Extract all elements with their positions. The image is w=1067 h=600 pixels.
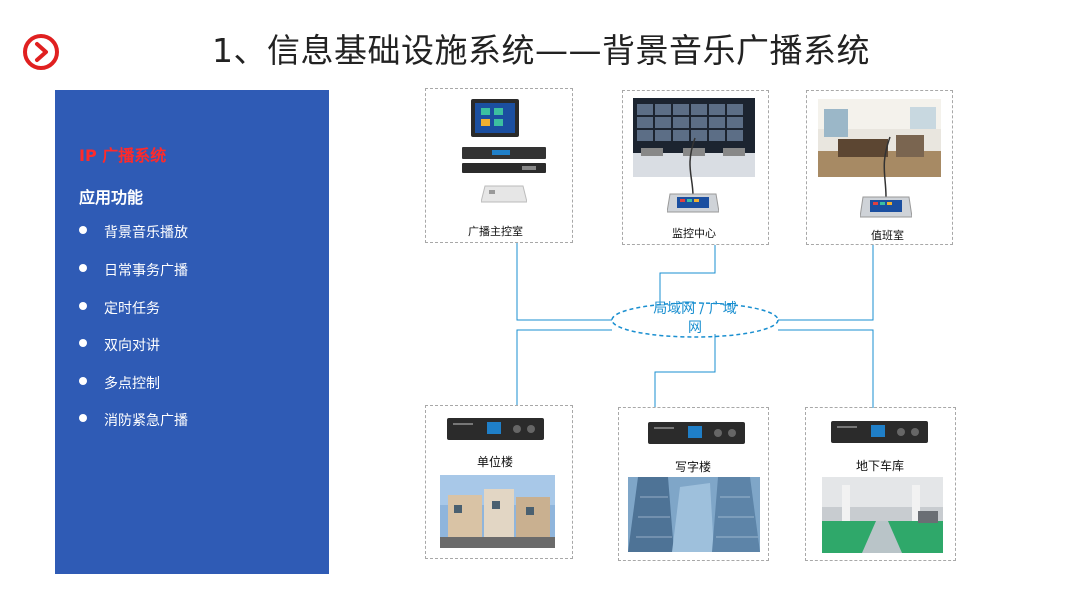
feature-item: 多点控制 (79, 373, 160, 393)
node-underground-garage: 地下车库 (805, 407, 956, 561)
network-cloud (611, 302, 779, 338)
node-label: 值班室 (871, 229, 904, 242)
feature-item: 背景音乐播放 (79, 222, 188, 242)
feature-item: 定时任务 (79, 298, 160, 318)
link-unit-building (516, 329, 612, 406)
paging-microphone-icon (667, 137, 719, 213)
feature-item: 日常事务广播 (79, 260, 188, 280)
bullet-icon (79, 264, 87, 272)
feature-item: 消防紧急广播 (79, 410, 188, 430)
node-label: 地下车库 (856, 459, 905, 473)
bullet-icon (79, 302, 87, 310)
panel-heading: IP 广播系统 (79, 146, 167, 165)
duty-room-photo (818, 99, 941, 177)
node-label: 单位楼 (477, 455, 514, 469)
bullet-icon (79, 226, 87, 234)
rack-unit-icon (462, 147, 546, 159)
link-control-room (516, 243, 612, 321)
node-unit-building: 单位楼 (425, 405, 573, 559)
amplifier-icon (648, 422, 745, 444)
paging-microphone-icon (860, 136, 912, 218)
amplifier-icon (831, 421, 928, 443)
panel-subheading: 应用功能 (79, 188, 144, 207)
network-label: 局域网 / 广域 网 (653, 301, 737, 336)
unit-building-photo (440, 475, 555, 548)
node-label: 广播主控室 (468, 225, 523, 238)
node-office-building: 写字楼 (618, 407, 769, 561)
node-control-room: 广播主控室 (425, 88, 573, 243)
rack-unit-icon (462, 163, 546, 173)
office-building-photo (628, 477, 760, 552)
node-monitor-center: 监控中心 (622, 90, 769, 245)
monitor-wall-photo (633, 98, 755, 177)
page-title: 1、信息基础设施系统——背景音乐广播系统 (212, 31, 870, 70)
link-monitor-center (659, 245, 716, 305)
touchscreen-console-icon (471, 99, 519, 137)
garage-photo (822, 477, 943, 553)
link-office-building (654, 334, 716, 408)
bullet-icon (79, 414, 87, 422)
link-duty-room (778, 245, 874, 321)
node-label: 监控中心 (672, 227, 716, 240)
feature-panel: IP 广播系统 应用功能 背景音乐播放 日常事务广播 定时任务 双向对讲 多点控… (55, 90, 329, 574)
feature-item: 双向对讲 (79, 335, 160, 355)
bullet-icon (79, 339, 87, 347)
node-label: 写字楼 (675, 460, 712, 474)
bullet-icon (79, 377, 87, 385)
audio-box-icon (481, 185, 527, 203)
logo-arrow-icon (23, 34, 59, 70)
amplifier-icon (447, 418, 544, 440)
link-garage (778, 329, 874, 408)
node-duty-room: 值班室 (806, 90, 953, 245)
